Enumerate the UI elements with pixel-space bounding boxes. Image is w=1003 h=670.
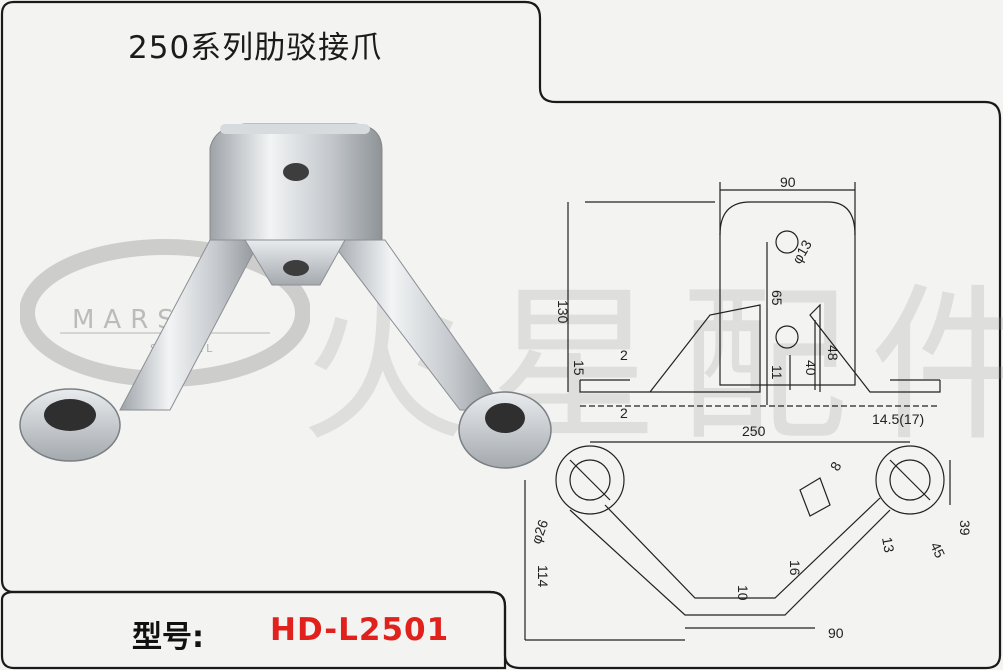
dim-hole-dia: φ13 [789, 237, 815, 267]
dim-foot: 11 [769, 365, 785, 380]
model-code: HD-L2501 [270, 612, 450, 648]
dim-slot: 8 [827, 459, 845, 474]
dim-ring-outer2: 45 [927, 540, 948, 561]
dim-rib-low: 40 [803, 360, 819, 376]
technical-drawing: 90 φ13 65 130 15 2 2 48 40 11 250 14.5(1… [524, 174, 973, 641]
dim-ring-thick: 14.5(17) [872, 411, 924, 427]
dim-arm: 16 [787, 560, 803, 576]
dim-thickness: 15 [571, 360, 587, 376]
dim-gap-bottom: 2 [620, 405, 628, 421]
dim-top-width: 90 [780, 174, 796, 190]
dim-depth: 114 [535, 565, 551, 588]
dim-plate: 10 [735, 585, 751, 601]
dim-height: 130 [555, 300, 571, 324]
dim-span: 250 [742, 423, 766, 439]
dim-rib-height: 48 [825, 345, 841, 361]
watermark-brand: MARS [72, 305, 183, 335]
dim-hole-spacing: 65 [769, 290, 785, 306]
page-title: 250系列肋驳接爪 [128, 30, 383, 66]
dim-ring-dia: φ26 [528, 517, 552, 546]
dim-arm2: 13 [879, 536, 897, 554]
dim-ring-outer: 39 [957, 520, 973, 536]
dim-bottom-width: 90 [828, 625, 844, 641]
model-label: 型号: [132, 620, 204, 655]
product-photo [19, 123, 552, 469]
dim-gap-top: 2 [620, 347, 628, 363]
